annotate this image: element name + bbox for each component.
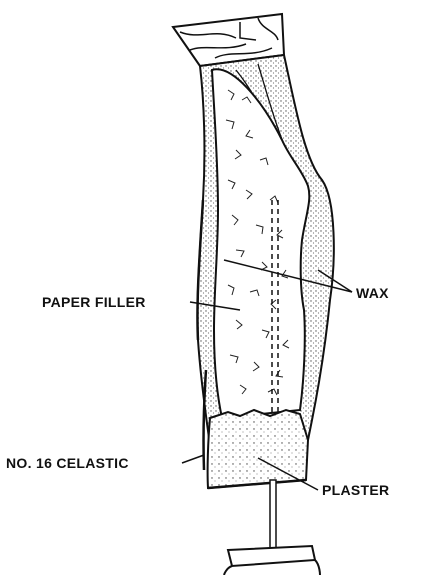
paper-filler-label: PAPER FILLER bbox=[42, 294, 146, 310]
wax-label: WAX bbox=[356, 285, 389, 301]
celastic-label: NO. 16 CELASTIC bbox=[6, 455, 129, 471]
stand bbox=[224, 480, 320, 575]
celastic-leader bbox=[182, 455, 204, 463]
plaster-label: PLASTER bbox=[322, 482, 389, 498]
